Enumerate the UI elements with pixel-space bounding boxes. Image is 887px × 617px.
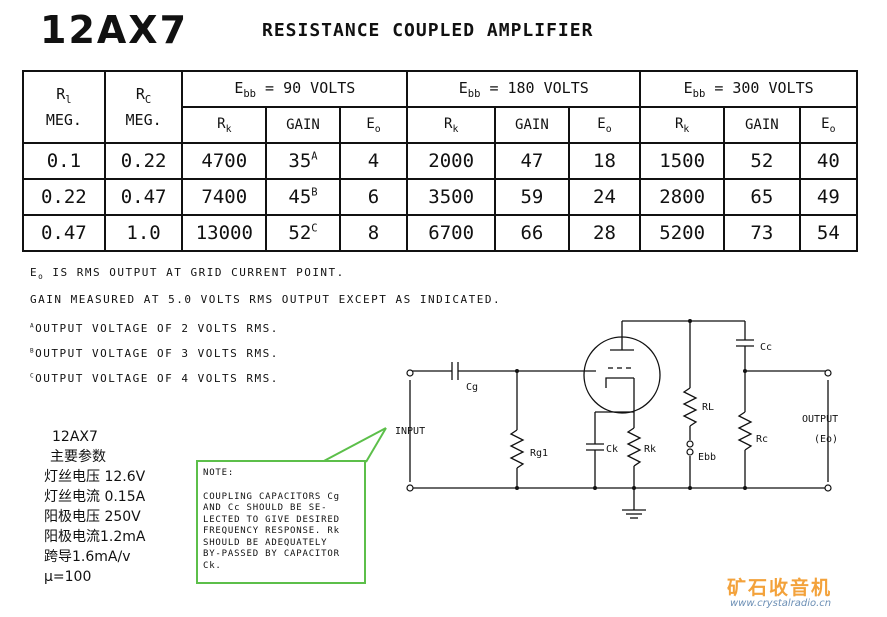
- cc-label: Cc: [760, 342, 772, 353]
- header-ebb-90: Ebb = 90 VOLTS: [181, 70, 409, 108]
- cell-eo: 28: [567, 214, 642, 252]
- cell-gain: 45B: [265, 178, 341, 216]
- subheader-eo: Eo: [798, 106, 859, 144]
- note-line: FREQUENCY RESPONSE. Rk: [203, 526, 340, 536]
- header-ebb-300: Ebb = 300 VOLTS: [639, 70, 858, 108]
- document-title: RESISTANCE COUPLED AMPLIFIER: [262, 20, 594, 41]
- cell-rl: 0.22: [22, 178, 106, 216]
- cell-rc: 0.47: [103, 178, 184, 216]
- note-line: SHOULD BE ADEQUATELY: [203, 537, 328, 548]
- cell-rk: 2800: [639, 178, 726, 216]
- cell-rk: 5200: [639, 214, 726, 252]
- rc-label: Rc: [756, 434, 768, 445]
- cell-rl: 0.1: [22, 142, 106, 180]
- cell-eo: 6: [338, 178, 409, 216]
- subheader-rk: Rk: [181, 106, 268, 144]
- tube-title: 12AX7: [40, 8, 189, 52]
- output-label: OUTPUT: [802, 414, 838, 425]
- note-line: AND Cc SHOULD BE SE-: [203, 503, 328, 513]
- note-c: COUTPUT VOLTAGE OF 4 VOLTS RMS.: [30, 372, 279, 385]
- cell-gain: 65: [723, 178, 801, 216]
- cell-rk: 4700: [181, 142, 268, 180]
- cell-rk: 6700: [406, 214, 497, 252]
- header-ebb-180: Ebb = 180 VOLTS: [406, 70, 642, 108]
- cell-rk: 1500: [639, 142, 726, 180]
- cell-gain: 52: [723, 142, 801, 180]
- params-name: 12AX7: [52, 429, 98, 445]
- subheader-row: Rk GAIN Eo Rk GAIN Eo Rk GAIN Eo: [23, 106, 859, 144]
- cell-eo: 40: [798, 142, 859, 180]
- param-line: 阳极电压 250V: [44, 509, 141, 525]
- rl-label: RL: [702, 402, 714, 413]
- subheader-gain: GAIN: [265, 106, 341, 144]
- table-row: 0.47 1.0 13000 52C 8 6700 66 28 5200 73 …: [22, 214, 859, 252]
- cell-eo: 8: [338, 214, 409, 252]
- note-eo: Eo IS RMS OUTPUT AT GRID CURRENT POINT.: [30, 266, 345, 282]
- rg-label: Rg1: [530, 448, 548, 459]
- table-row: 0.22 0.47 7400 45B 6 3500 59 24 2800 65 …: [22, 178, 859, 216]
- watermark-logo: 矿石收音机: [727, 577, 833, 599]
- cell-gain: 47: [494, 142, 570, 180]
- main-params: 12AX7 主要参数 灯丝电压 12.6V 灯丝电流 0.15A 阳极电压 25…: [44, 427, 145, 587]
- cell-rk: 7400: [181, 178, 268, 216]
- input-label: INPUT: [395, 426, 425, 437]
- subheader-eo: Eo: [338, 106, 409, 144]
- cell-rk: 13000: [181, 214, 268, 252]
- cell-gain: 73: [723, 214, 801, 252]
- note-line: BY-PASSED BY CAPACITOR: [203, 549, 340, 559]
- cell-rl: 0.47: [22, 214, 106, 252]
- cell-rc: 0.22: [103, 142, 184, 180]
- rk-label: Rk: [644, 444, 656, 455]
- note-title: NOTE:: [203, 468, 235, 478]
- cell-gain: 66: [494, 214, 570, 252]
- eo-label: (Eo): [814, 434, 838, 445]
- param-line: μ=100: [44, 569, 92, 585]
- note-a: AOUTPUT VOLTAGE OF 2 VOLTS RMS.: [30, 322, 279, 335]
- note-box: NOTE: COUPLING CAPACITORS Cg AND Cc SHOU…: [196, 460, 366, 584]
- cell-rc: 1.0: [103, 214, 184, 252]
- subheader-gain: GAIN: [494, 106, 570, 144]
- param-line: 灯丝电压 12.6V: [44, 469, 146, 485]
- note-b: BOUTPUT VOLTAGE OF 3 VOLTS RMS.: [30, 347, 279, 360]
- cell-gain: 52C: [265, 214, 341, 252]
- cell-eo: 18: [567, 142, 642, 180]
- cell-rk: 3500: [406, 178, 497, 216]
- note-line: LECTED TO GIVE DESIRED: [203, 514, 340, 525]
- param-line: 阳极电流1.2mA: [44, 529, 146, 545]
- cell-gain: 35A: [265, 142, 341, 180]
- note-line: COUPLING CAPACITORS Cg: [203, 491, 340, 502]
- params-heading: 主要参数: [50, 449, 106, 465]
- note-gain: GAIN MEASURED AT 5.0 VOLTS RMS OUTPUT EX…: [30, 293, 502, 306]
- cg-label: Cg: [466, 382, 478, 393]
- cell-gain: 59: [494, 178, 570, 216]
- subheader-rk: Rk: [406, 106, 497, 144]
- subheader-gain: GAIN: [723, 106, 801, 144]
- cell-eo: 54: [798, 214, 859, 252]
- table-row: 0.1 0.22 4700 35A 4 2000 47 18 1500 52 4…: [22, 142, 859, 180]
- subheader-rk: Rk: [639, 106, 726, 144]
- ebb-label: Ebb: [698, 452, 716, 463]
- cell-eo: 4: [338, 142, 409, 180]
- cell-eo: 24: [567, 178, 642, 216]
- subheader-eo: Eo: [567, 106, 642, 144]
- cell-eo: 49: [798, 178, 859, 216]
- cell-rk: 2000: [406, 142, 497, 180]
- ck-label: Ck: [606, 444, 618, 455]
- watermark-url: www.crystalradio.cn: [730, 598, 832, 609]
- note-line: Ck.: [203, 560, 222, 571]
- param-line: 灯丝电流 0.15A: [44, 489, 146, 505]
- param-line: 跨导1.6mA/v: [44, 549, 131, 565]
